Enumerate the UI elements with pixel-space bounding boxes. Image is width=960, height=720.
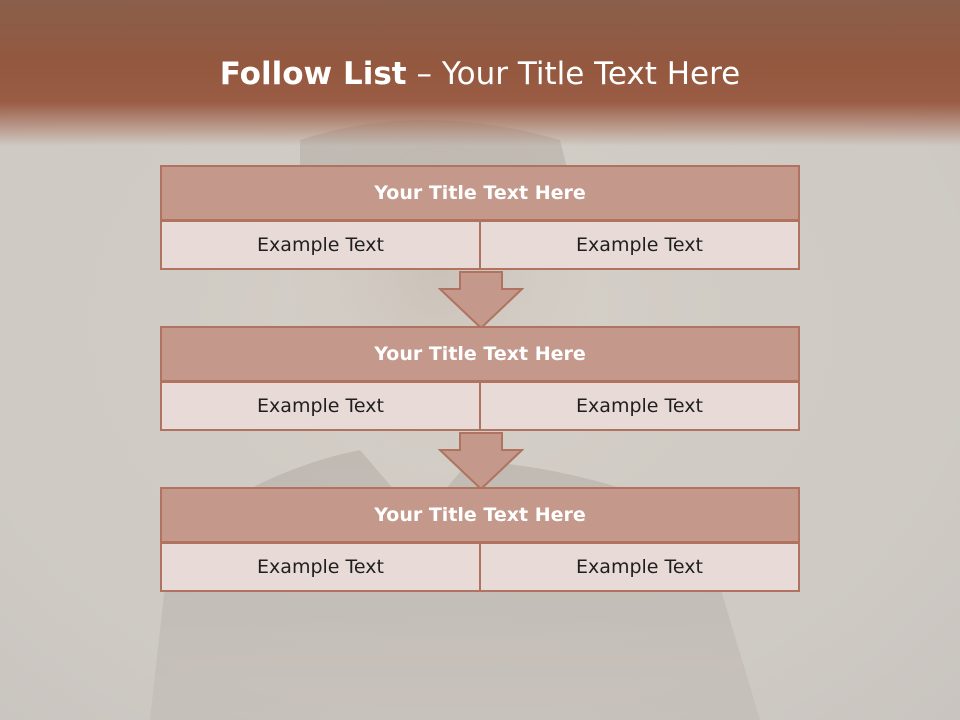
- step-title: Your Title Text Here: [160, 326, 800, 382]
- step-box-1: Your Title Text Here Example Text Exampl…: [160, 165, 800, 270]
- down-arrow-icon: [438, 271, 524, 330]
- slide-title: Follow List – Your Title Text Here: [0, 56, 960, 92]
- step-left-text: Example Text: [160, 220, 481, 270]
- step-right-text: Example Text: [479, 381, 800, 431]
- title-banner: [0, 0, 960, 146]
- step-title: Your Title Text Here: [160, 487, 800, 543]
- step-right-text: Example Text: [479, 542, 800, 592]
- step-right-text: Example Text: [479, 220, 800, 270]
- down-arrow-icon: [438, 432, 524, 491]
- step-left-text: Example Text: [160, 542, 481, 592]
- title-bold-part: Follow List: [219, 56, 407, 92]
- step-box-3: Your Title Text Here Example Text Exampl…: [160, 487, 800, 592]
- step-left-text: Example Text: [160, 381, 481, 431]
- step-box-2: Your Title Text Here Example Text Exampl…: [160, 326, 800, 431]
- title-rest-part: – Your Title Text Here: [416, 56, 741, 92]
- step-title: Your Title Text Here: [160, 165, 800, 221]
